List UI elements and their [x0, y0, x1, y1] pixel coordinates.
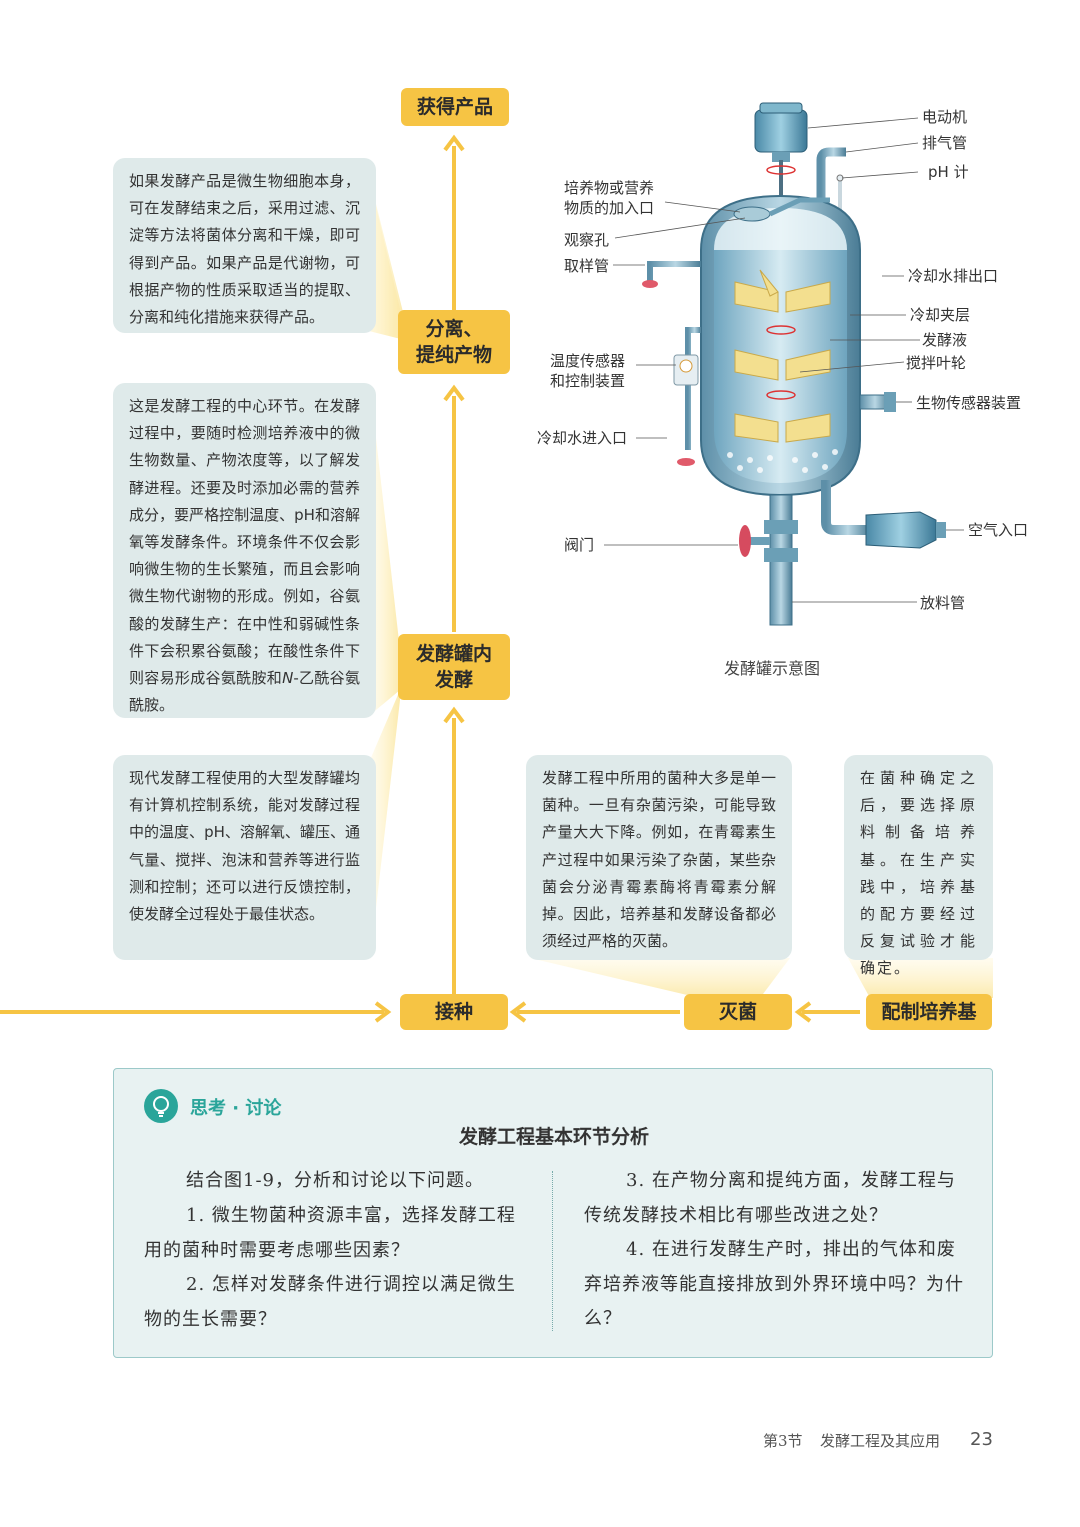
figure-caption: 发酵罐示意图 [724, 659, 821, 678]
wedge-medium [848, 958, 993, 998]
label-sight-hole: 观察孔 [564, 231, 610, 249]
label-feed-inlet-1: 培养物或营养 [564, 179, 655, 197]
discussion-box: 思考 · 讨论 发酵工程基本环节分析 结合图1-9，分析和讨论以下问题。 1. … [113, 1068, 993, 1358]
question-2: 2. 怎样对发酵条件进行调控以满足微生物的生长需要？ [144, 1274, 516, 1330]
label-biosensor: 生物传感器装置 [916, 394, 1022, 412]
discussion-title: 发酵工程基本环节分析 [458, 1126, 649, 1148]
page-number: 23 [970, 1429, 993, 1450]
label-cooling-jacket: 冷却夹层 [910, 306, 971, 324]
flow-sterilize: 灭菌 [684, 994, 792, 1030]
label-valve: 阀门 [564, 536, 595, 554]
note-computer-text: 现代发酵工程使用的大型发酵罐均有计算机控制系统，能对发酵过程中的温度、pH、溶解… [129, 769, 360, 924]
label-feed-inlet: 培养物或营养 物质的加入口 [564, 178, 654, 218]
flow-sterilize-label: 灭菌 [718, 1001, 757, 1023]
wedge-center [370, 385, 400, 715]
note-computer: 现代发酵工程使用的大型发酵罐均有计算机控制系统，能对发酵过程中的温度、pH、溶解… [113, 755, 376, 960]
wedge-computer [370, 690, 400, 960]
flow-get-product-label: 获得产品 [416, 96, 493, 118]
note-center-text-a: 这是发酵工程的中心环节。在发酵过程中，要随时检测培养液中的微生物数量、产物浓度等… [129, 397, 360, 688]
note-center-text-b: -乙酰谷氨酰胺。 [129, 669, 360, 715]
flow-separate-label-1: 分离、 [425, 318, 483, 340]
question-4: 4. 在进行发酵生产时，排出的气体和废弃培养液等能直接排放到外界环境中吗？为什么… [584, 1239, 964, 1329]
note-medium-text: 在菌种确定之后，要选择原料制备培养基。在生产实践中，培养基的配方要经过反复试验才… [860, 769, 977, 978]
label-feed-inlet-2: 物质的加入口 [564, 199, 655, 217]
label-sampling: 取样管 [564, 257, 610, 275]
note-center-italic: N [282, 669, 294, 688]
label-ph-meter: pH 计 [928, 163, 969, 181]
question-1: 1. 微生物菌种资源丰富，选择发酵工程用的菌种时需要考虑哪些因素？ [144, 1205, 516, 1261]
footer-section: 第3节 [763, 1432, 803, 1450]
note-separate-text: 如果发酵产品是微生物细胞本身，可在发酵结束之后，采用过滤、沉淀等方法将菌体分离和… [129, 172, 360, 327]
flow-ferment-label-1: 发酵罐内 [415, 643, 492, 665]
label-discharge: 放料管 [920, 594, 966, 612]
wedge-strain [530, 958, 790, 998]
flow-ferment-label-2: 发酵 [434, 669, 473, 691]
lightbulb-icon [144, 1089, 178, 1123]
label-temp-sensor-1: 温度传感器 [550, 352, 626, 370]
label-cooling-out: 冷却水排出口 [908, 267, 999, 285]
note-strain: 发酵工程中所用的菌种大多是单一菌种。一旦有杂菌污染，可能导致产量大大下降。例如，… [526, 755, 792, 960]
label-air-inlet: 空气入口 [968, 521, 1029, 539]
flow-separate-label-2: 提纯产物 [415, 344, 492, 366]
note-strain-text: 发酵工程中所用的菌种大多是单一菌种。一旦有杂菌污染，可能导致产量大大下降。例如，… [542, 769, 776, 951]
note-medium: 在菌种确定之后，要选择原料制备培养基。在生产实践中，培养基的配方要经过反复试验才… [844, 755, 993, 977]
flow-inoculate: 接种 [400, 994, 508, 1030]
flow-get-product: 获得产品 [401, 88, 509, 126]
discussion-intro: 结合图1-9，分析和讨论以下问题。 [186, 1170, 484, 1191]
flow-inoculate-label: 接种 [434, 1001, 473, 1023]
flow-prepare-medium: 配制培养基 [866, 994, 992, 1030]
note-separate: 如果发酵产品是微生物细胞本身，可在发酵结束之后，采用过滤、沉淀等方法将菌体分离和… [113, 158, 376, 333]
discussion-header: 思考 · 讨论 [190, 1098, 282, 1119]
flow-ferment-in-tank: 发酵罐内 发酵 [398, 634, 510, 700]
label-temp-sensor: 温度传感器 和控制装置 [550, 351, 625, 391]
label-temp-sensor-2: 和控制装置 [550, 372, 626, 390]
column-divider [552, 1171, 553, 1331]
label-exhaust: 排气管 [922, 134, 968, 152]
label-broth: 发酵液 [922, 331, 968, 349]
fermenter-illustration [604, 102, 964, 626]
flow-prepare-medium-label: 配制培养基 [881, 1001, 977, 1023]
footer-chapter: 发酵工程及其应用 [820, 1432, 941, 1450]
label-motor: 电动机 [922, 108, 968, 126]
label-cooling-in: 冷却水进入口 [537, 429, 628, 447]
flow-separate-purify: 分离、 提纯产物 [398, 310, 510, 374]
label-impeller: 搅拌叶轮 [906, 354, 967, 372]
note-center: 这是发酵工程的中心环节。在发酵过程中，要随时检测培养液中的微生物数量、产物浓度等… [113, 383, 376, 718]
question-3: 3. 在产物分离和提纯方面，发酵工程与传统发酵技术相比有哪些改进之处？ [584, 1170, 956, 1226]
